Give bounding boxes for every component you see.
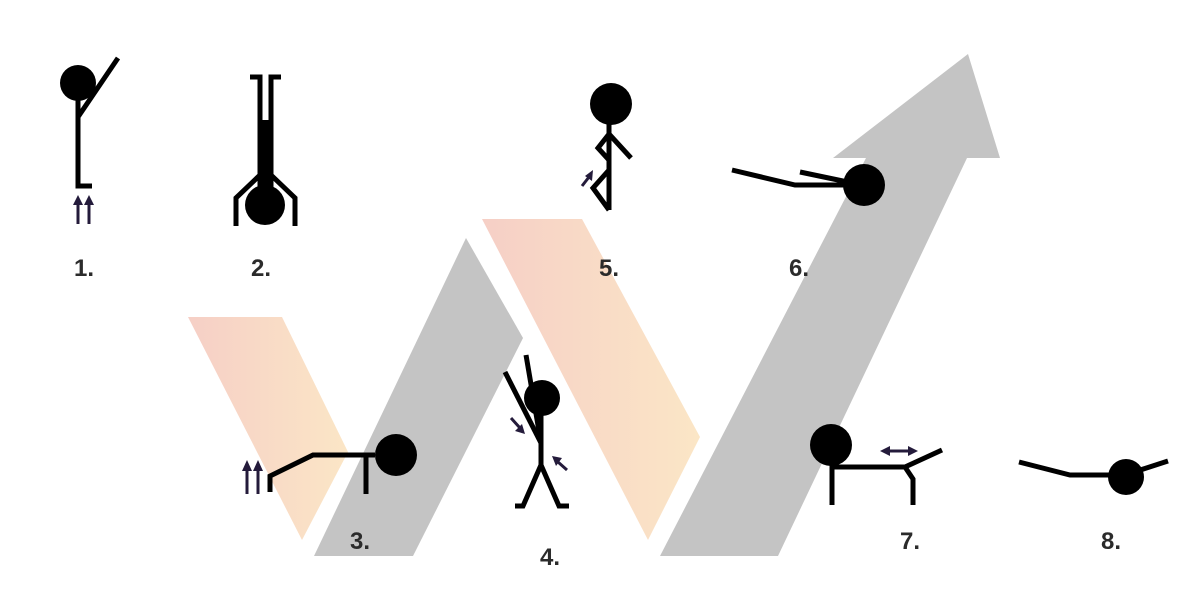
inward-arrow-icon <box>552 456 568 472</box>
figure-1-head <box>60 65 96 101</box>
figure-8 <box>1018 458 1169 495</box>
figure-2-head <box>245 185 285 225</box>
peach-band-right <box>482 219 700 540</box>
figure-5 <box>580 83 633 212</box>
figure-4-head <box>524 380 560 416</box>
step-label-4: 4. <box>540 544 560 571</box>
figure-5-head <box>590 83 632 125</box>
figure-4 <box>502 354 569 509</box>
figure-3 <box>242 434 417 494</box>
step-label-3: 3. <box>350 528 370 555</box>
step-label-2: 2. <box>251 255 271 282</box>
step-label-7: 7. <box>900 528 920 555</box>
figure-7-head <box>810 424 852 466</box>
step-label-5: 5. <box>599 255 619 282</box>
step-label-8: 8. <box>1101 528 1121 555</box>
figure-8-head <box>1108 459 1144 495</box>
diagonal-arrow-icon <box>580 170 593 187</box>
up-arrows-icon <box>73 195 94 224</box>
gray-band-left <box>314 238 523 556</box>
up-arrows-icon <box>242 460 263 494</box>
peach-band-left <box>188 317 348 540</box>
step-label-6: 6. <box>789 255 809 282</box>
figure-3-head <box>375 434 417 476</box>
figure-2 <box>233 74 298 226</box>
gray-upward-arrow <box>660 54 1000 556</box>
figure-6-head <box>843 164 885 206</box>
figure-1 <box>60 56 121 224</box>
inward-arrow-icon <box>509 416 525 434</box>
figure-6 <box>731 164 885 206</box>
figure-7 <box>810 424 944 505</box>
double-arrow-icon <box>880 446 918 456</box>
step-label-1: 1. <box>74 255 94 282</box>
